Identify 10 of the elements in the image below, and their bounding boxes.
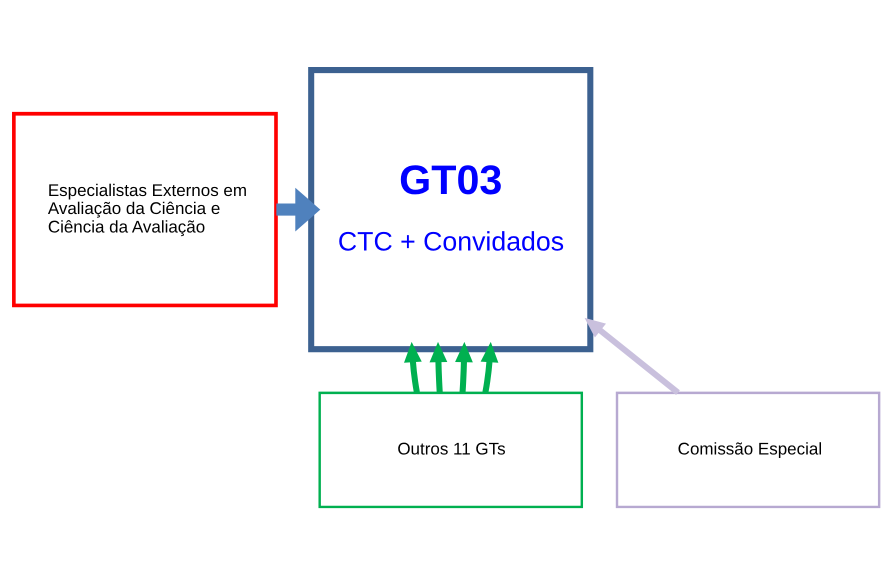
node-box: Especialistas Externos em Avaliação da Ciência e Ciência da Avaliação [12,111,278,307]
arrow [429,341,447,392]
node-box: GT03 CTC + Convidados [308,66,593,352]
arrow [480,341,498,392]
node-box: Outros 11 GTs [318,391,583,508]
arrow [584,317,680,394]
arrow [404,341,422,392]
arrow [454,341,472,392]
node-box: Comissão Especial [615,391,880,508]
arrow [276,187,320,231]
